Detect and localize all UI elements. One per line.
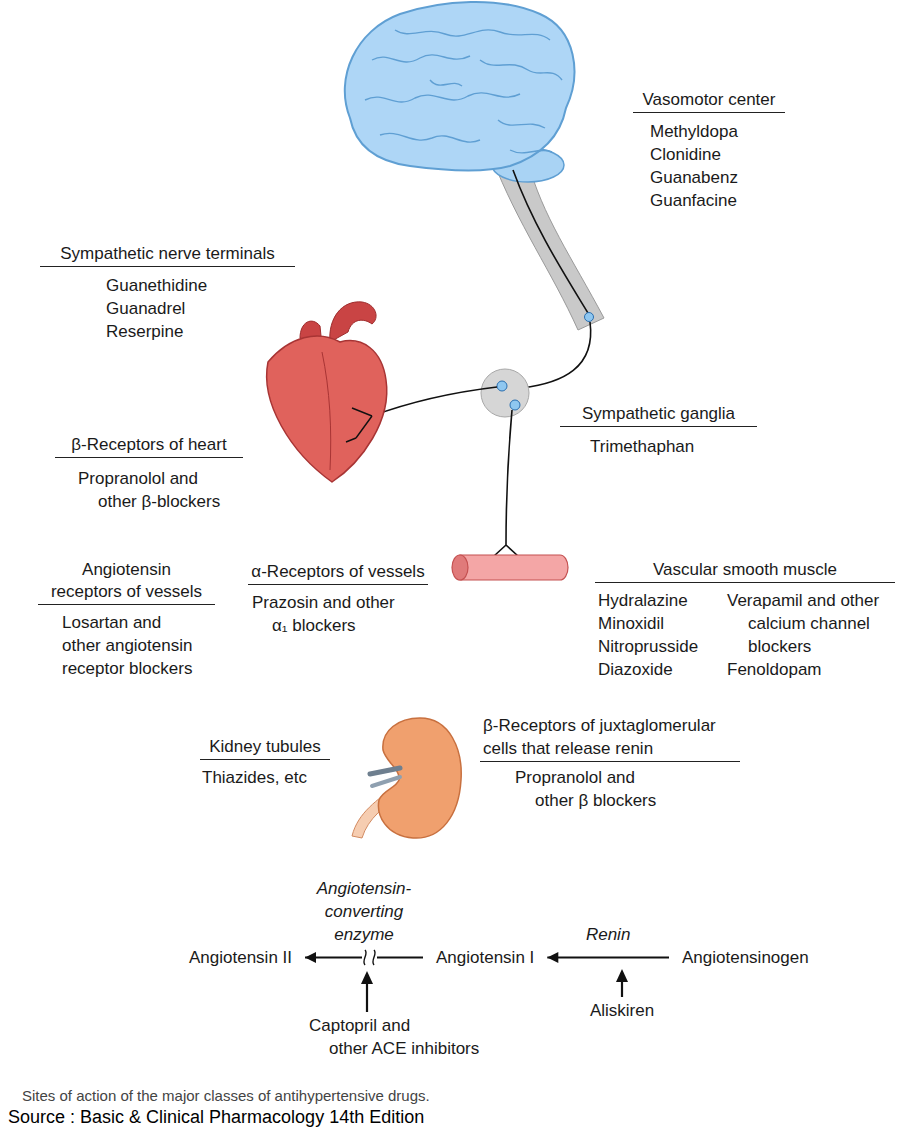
site-heading: Sympathetic ganglia — [560, 403, 757, 427]
brain — [345, 2, 575, 171]
inhibition-arrow — [366, 982, 368, 1012]
arrow-head — [616, 969, 628, 982]
break-symbol — [364, 950, 375, 965]
brain-gyri — [365, 30, 562, 153]
pathway-term: Angiotensin I — [432, 946, 538, 969]
nerve-ending — [346, 408, 372, 442]
heart-groove — [322, 352, 331, 470]
site-heading: Vasomotor center — [633, 89, 785, 113]
gyrus — [480, 60, 562, 80]
gyrus — [380, 133, 480, 142]
drug-name: Propranolol and other β blockers — [515, 766, 675, 812]
drug-name: Losartan and other angiotensin receptor … — [62, 611, 197, 680]
ganglion — [481, 369, 529, 417]
nerve-fiber — [513, 170, 588, 313]
break-mask — [362, 949, 377, 966]
drug-name: Reserpine — [106, 320, 184, 343]
gyrus — [498, 120, 545, 128]
drug-name: Captopril and other ACE inhibitors — [309, 1014, 484, 1060]
vessel-lumen — [452, 555, 468, 580]
drug-name: Propranolol and other β-blockers — [78, 467, 238, 513]
drug-name: Guanfacine — [650, 189, 737, 212]
drug-name: Guanabenz — [650, 166, 738, 189]
site-heading: Vascular smooth muscle — [595, 559, 895, 583]
gyrus — [430, 80, 462, 86]
synapse — [497, 381, 507, 391]
site-heading: β-Receptors of heart — [55, 434, 243, 458]
drug-name: Hydralazine — [598, 589, 688, 612]
nerve-fiber — [372, 387, 497, 416]
drug-name: Nitroprusside — [598, 635, 698, 658]
site-heading: β-Receptors of juxtaglomerular cells tha… — [480, 714, 740, 762]
drug-name: Guanethidine — [106, 274, 207, 297]
enzyme-label: Angiotensin-converting enzyme — [308, 877, 420, 946]
drug-name: Prazosin and other α₁ blockers — [252, 591, 407, 637]
spinal-cord — [492, 158, 604, 330]
blood-vessel — [460, 555, 568, 580]
term-text: Angiotensin I — [436, 946, 534, 969]
term-text: Angiotensinogen — [682, 946, 809, 969]
drug-name: Trimethaphan — [590, 435, 694, 458]
nerve-fiber — [494, 410, 518, 556]
drug-name: Diazoxide — [598, 658, 673, 681]
site-heading: α-Receptors of vessels — [248, 561, 428, 585]
drug-name: Methyldopa — [650, 120, 738, 143]
reaction-arrow — [547, 956, 669, 958]
drug-name: Fenoldopam — [727, 658, 822, 681]
renal-vein — [370, 768, 400, 774]
figure-caption: Sites of action of the major classes of … — [22, 1087, 430, 1105]
drug-name: Thiazides, etc — [202, 766, 307, 789]
nerve-fiber — [522, 322, 591, 388]
site-heading: Kidney tubules — [200, 736, 330, 760]
gyrus — [372, 55, 470, 62]
enzyme-label: Renin — [552, 923, 664, 946]
pathway-term: Angiotensin II — [185, 946, 296, 969]
drug-name: Verapamil and other calcium channel bloc… — [727, 589, 888, 658]
gyrus — [510, 150, 552, 153]
term-text: Angiotensin II — [189, 946, 292, 969]
site-heading: Sympathetic nerve terminals — [40, 243, 295, 267]
inhibition-arrow — [621, 980, 623, 997]
heart — [267, 336, 387, 482]
drug-name: Clonidine — [650, 143, 721, 166]
site-heading: Angiotensin receptors of vessels — [38, 559, 215, 605]
pathway-term: Angiotensinogen — [678, 946, 813, 969]
gyrus — [395, 30, 550, 40]
aorta — [330, 302, 376, 342]
drug-name: Aliskiren — [582, 999, 662, 1022]
gyrus — [365, 93, 520, 102]
drug-name: Minoxidil — [598, 612, 664, 635]
renal-artery — [372, 777, 400, 786]
synapse — [510, 400, 520, 410]
arrow-head — [361, 971, 373, 984]
drug-name: Guanadrel — [106, 297, 185, 320]
source-note: Source : Basic & Clinical Pharmacology 1… — [8, 1106, 424, 1129]
synapse — [585, 313, 594, 322]
